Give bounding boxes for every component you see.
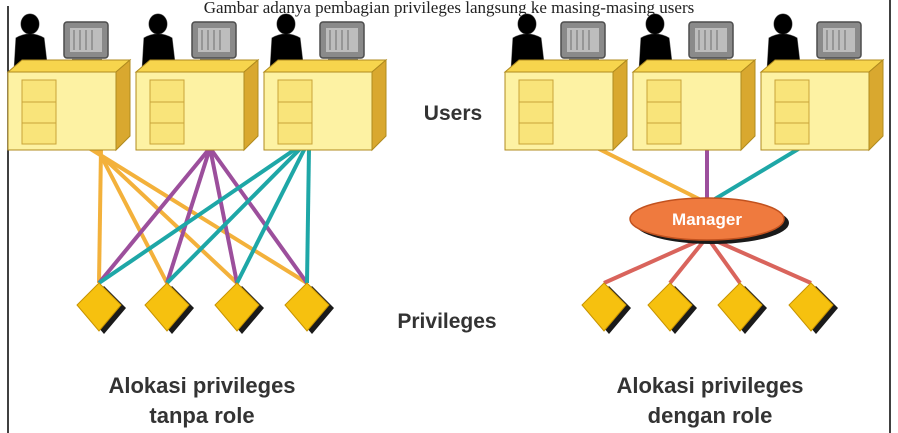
right-link-user-1 [596, 146, 700, 201]
left-link-u2-p4 [208, 146, 309, 285]
right-link-privilege-2 [668, 235, 709, 285]
left-privilege-4 [284, 282, 334, 334]
left-link-u2-p3 [208, 147, 239, 284]
right-link-privilege-4 [706, 235, 812, 285]
right-privilege-2 [647, 282, 697, 334]
left-link-u1-p3 [91, 146, 239, 285]
left-link-u3-p3 [235, 147, 307, 284]
manager-label: Manager [672, 210, 742, 229]
right-caption-line1: Alokasi privileges [616, 373, 803, 398]
left-privilege-1 [76, 282, 126, 334]
left-caption-line1: Alokasi privileges [108, 373, 295, 398]
left-user-3 [263, 13, 387, 151]
right-links [596, 146, 812, 285]
right-link-privilege-1 [603, 235, 708, 285]
left-link-u3-p4 [305, 147, 311, 284]
left-user-1 [7, 13, 131, 151]
left-privileges [76, 282, 334, 334]
right-caption-line2: dengan role [648, 403, 773, 428]
right-link-privilege-3 [705, 235, 742, 285]
right-privilege-4 [788, 282, 838, 334]
left-links [87, 146, 311, 285]
right-user-3 [760, 13, 884, 151]
left-link-u1-p2 [95, 147, 169, 284]
left-link-u2-p2 [165, 147, 212, 284]
left-link-u3-p1 [97, 146, 299, 285]
header-text: Gambar adanya pembagian privileges langs… [204, 0, 695, 17]
left-link-u2-p1 [97, 146, 212, 285]
right-privilege-3 [717, 282, 767, 334]
right-privilege-1 [581, 282, 631, 334]
left-link-u1-p1 [97, 147, 103, 284]
left-privilege-3 [214, 282, 264, 334]
left-link-u3-p2 [165, 146, 303, 285]
right-privileges [581, 282, 838, 334]
left-privilege-2 [144, 282, 194, 334]
left-user-2 [135, 13, 259, 151]
right-user-2 [632, 13, 756, 151]
left-caption-line2: tanpa role [149, 403, 254, 428]
right-link-user-3 [713, 146, 802, 201]
privileges-label: Privileges [397, 310, 496, 333]
right-user-1 [504, 13, 628, 151]
users-label: Users [424, 102, 482, 125]
manager-role: Manager [629, 197, 789, 244]
